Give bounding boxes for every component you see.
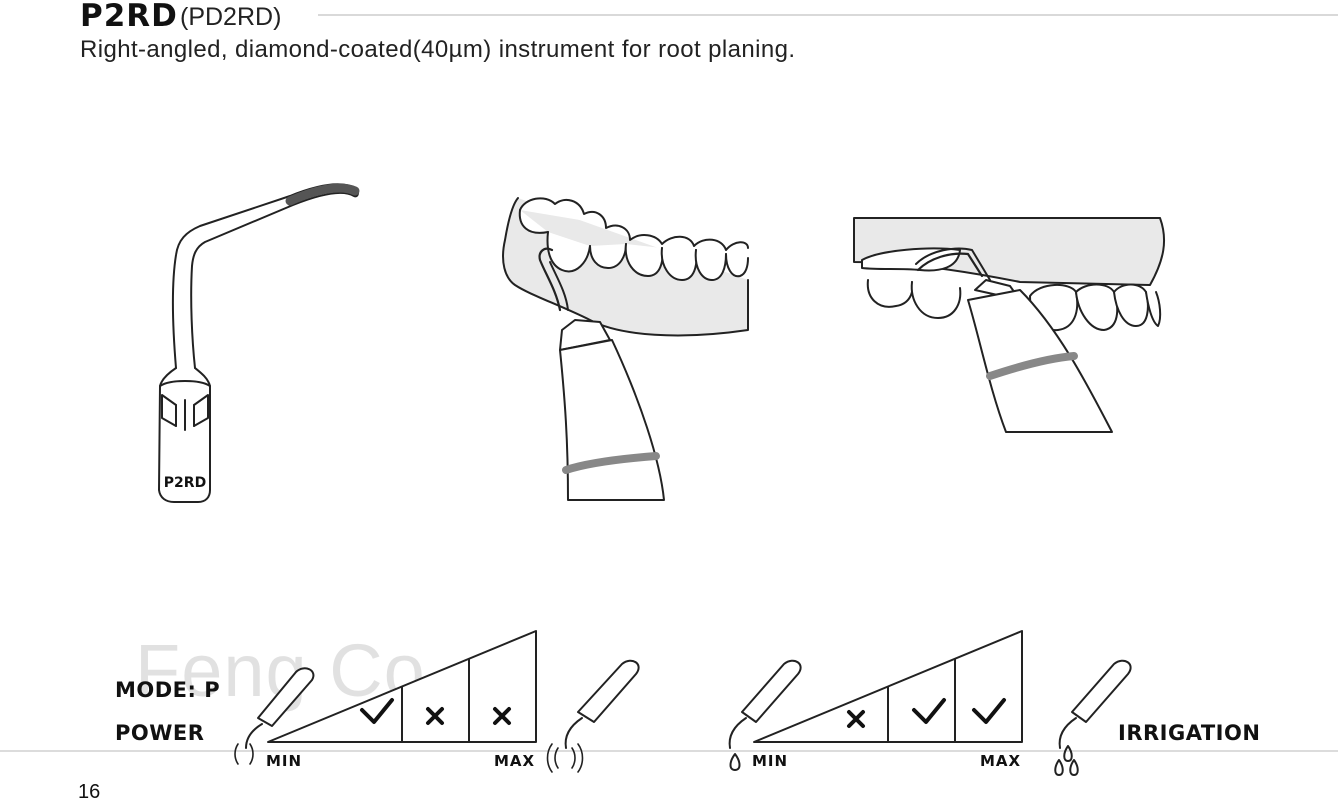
handpiece-max-icon: [577, 659, 640, 723]
header-divider: [318, 14, 1338, 16]
instrument-alt-code: (PD2RD): [180, 3, 282, 31]
power-level-1-check-icon: [360, 698, 394, 724]
power-max-label: MAX: [494, 752, 536, 770]
tip-engraving: P2RD: [164, 475, 206, 491]
handpiece-max-icon: [1071, 659, 1132, 723]
page-number: 16: [78, 781, 101, 803]
instrument-code: P2RD: [80, 0, 178, 34]
handpiece-min-icon: [257, 667, 315, 727]
irrigation-level-3-check-icon: [972, 698, 1006, 724]
power-min-label: MIN: [266, 752, 303, 770]
footer-divider: [0, 750, 1338, 752]
power-level-2-cross-icon: [426, 707, 444, 725]
power-label: POWER: [115, 721, 205, 745]
irrigation-level-1-cross-icon: [847, 710, 865, 728]
handpiece-min-icon: [741, 659, 802, 723]
mode-label: MODE: P: [115, 678, 221, 702]
water-drop-icon: [729, 753, 741, 771]
irrigation-min-label: MIN: [752, 752, 789, 770]
water-drops-icon: [1054, 745, 1079, 776]
power-level-3-cross-icon: [493, 707, 511, 725]
instrument-description: Right-angled, diamond-coated(40µm) instr…: [80, 36, 796, 63]
irrigation-label: IRRIGATION: [1118, 721, 1261, 745]
irrigation-level-2-check-icon: [912, 698, 946, 724]
irrigation-max-label: MAX: [980, 752, 1022, 770]
